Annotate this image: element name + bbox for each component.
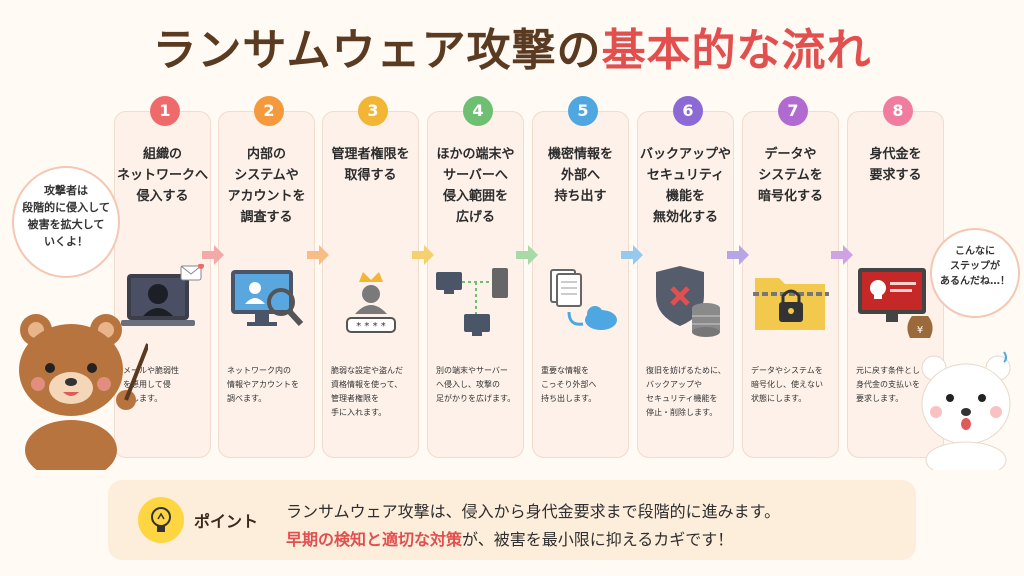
point-text-rest: が、被害を最小限に抑えるカギです！ [462,530,734,549]
document-cloud-icon [550,269,617,330]
monitor-search-icon [231,270,304,327]
step-heading: 身代金を 要求する [869,147,922,183]
teacher-bear-illustration [19,314,148,470]
step-heading: 機密情報を 外部へ 持ち出す [547,147,613,204]
point-box: ポイント ランサムウェア攻撃は、侵入から身代金要求まで段階的に進みます。 早期の… [108,480,916,560]
speech-bubble-left: 攻撃者は 段階的に侵入して 被害を拡大して いくよ！ [12,166,120,278]
step-description: 元に戻す条件とし 身代金の支払いを 要求します。 [856,366,920,403]
step-number-badge: 2 [254,96,284,126]
highlight-proper-measures: 適切な対策 [382,530,463,549]
step-card-4: 4 ほかの端末や サーバーへ 侵入範囲を 広げる 別の端末やサーバー へ侵入し、… [427,96,524,458]
step-description: 脆弱な設定や盗んだ 資格情報を使って、 管理者権限を 手に入れます。 [331,366,403,417]
arrow-icon [621,245,643,265]
step-number-badge: 8 [883,96,913,126]
step-number-badge: 5 [568,96,598,126]
step-card-5: 5 機密情報を 外部へ 持ち出す 重要な情報を こっそり外部へ 持ち出します。 [532,96,629,458]
arrow-icon [202,245,224,265]
step-card-2: 2 内部の システムや アカウントを 調査する ネットワーク内の 情報やアカウン… [218,96,315,458]
step-description: ネットワーク内の 情報やアカウントを 調べます。 [227,366,299,403]
arrow-icon [727,245,749,265]
locked-folder-icon [753,278,829,330]
step-description: 復旧を妨げるために、 バックアップや セキュリティ機能を 停止・削除します。 [646,366,726,417]
step-card-7: 7 データや システムを 暗号化する データやシステムを 暗号化し、使えない 状… [742,96,839,458]
arrow-icon [307,245,329,265]
step-heading: バックアップや セキュリティ 機能を 無効化する [640,147,732,225]
svg-text:¥: ¥ [917,325,923,336]
step-description: 重要な情報を こっそり外部へ 持ち出します。 [541,366,597,403]
arrow-icon [831,245,853,265]
page-title: ランサムウェア攻撃の基本的な流れ [0,14,1024,78]
step-number-badge: 6 [673,96,703,126]
surprised-bear-illustration [921,351,1011,470]
step-heading: データや システムを 暗号化する [757,147,823,204]
step-number-badge: 7 [778,96,808,126]
step-card-1: 1 組織の ネットワークへ 侵入する メールや脆弱性 を悪用して侵 入します。 [114,96,211,458]
step-card-6: 6 バックアップや セキュリティ 機能を 無効化する 復旧を妨げるために、 バッ… [637,96,734,458]
ransom-screen-icon: ¥ [858,268,933,338]
step-heading: 内部の システムや アカウントを 調査する [227,147,306,225]
step-number-badge: 3 [358,96,388,126]
step-card-3: 3 管理者権限を 取得する * * * * 脆弱な設定や盗んだ 資格情報を使って… [322,96,419,458]
point-label: ポイント [194,512,259,531]
step-number-badge: 4 [463,96,493,126]
step-description: データやシステムを 暗号化し、使えない 状態にします。 [751,366,823,403]
point-text-line-1: ランサムウェア攻撃は、侵入から身代金要求まで段階的に進みます。 [286,502,781,521]
step-description: メールや脆弱性 を悪用して侵 入します。 [123,366,179,403]
step-heading: 管理者権限を 取得する [331,147,410,183]
title-part-2: 基本的な流れ [601,25,872,76]
speech-bubble-right: こんなに ステップが あるんだね…！ [930,228,1020,318]
network-spread-icon [436,268,508,336]
arrow-icon [412,245,434,265]
hacker-laptop-icon [121,264,204,326]
step-description: 別の端末やサーバー へ侵入し、攻撃の 足がかりを広げます。 [436,366,516,403]
highlight-early-detection: 早期の検知 [286,530,367,549]
step-heading: 組織の ネットワークへ 侵入する [117,147,209,204]
arrow-icon [516,245,538,265]
step-heading: ほかの端末や サーバーへ 侵入範囲を 広げる [436,147,515,225]
lightbulb-icon [138,497,184,543]
svg-text:* * * *: * * * * [356,321,386,332]
shield-database-icon [656,266,720,337]
title-part-1: ランサムウェア攻撃の [152,25,602,76]
admin-crown-icon: * * * * [346,272,396,333]
step-number-badge: 1 [150,96,180,126]
point-text-line-2: 早期の検知と適切な対策が、被害を最小限に抑えるカギです！ [286,526,733,550]
highlight-connector: と [366,530,383,549]
